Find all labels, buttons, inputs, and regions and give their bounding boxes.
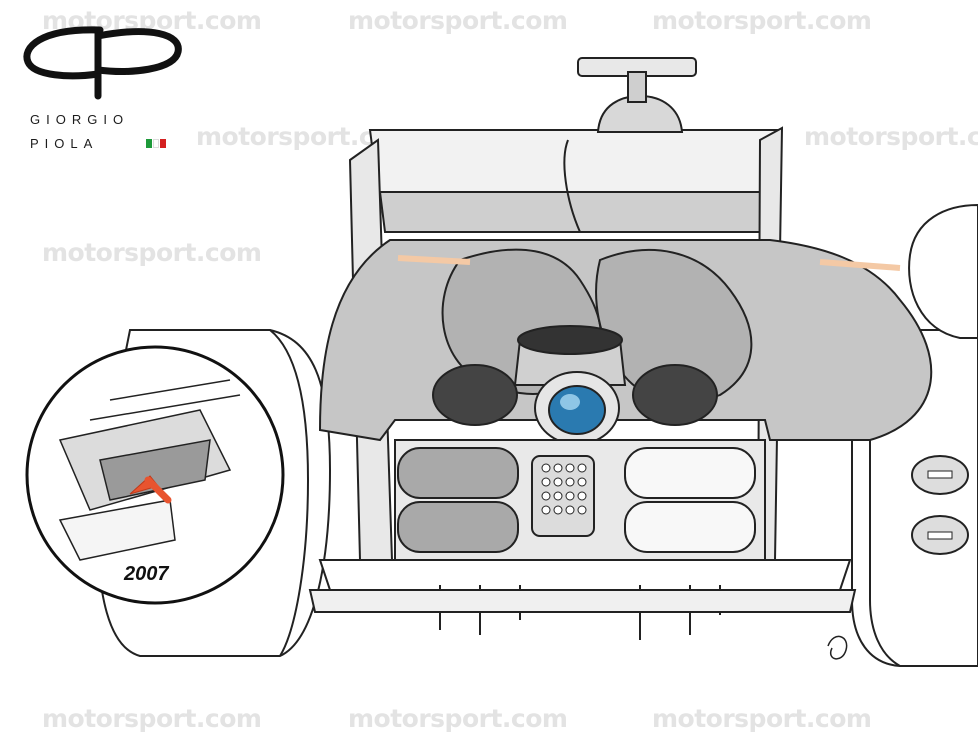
watermark: motorsport.com <box>652 6 872 35</box>
vent-detail <box>927 470 953 540</box>
brand-name-first: GIORGIO <box>30 112 130 127</box>
watermark: motorsport.com <box>42 238 262 267</box>
italy-flag-white <box>153 139 159 148</box>
exhaust <box>432 325 718 445</box>
watermark: motorsport.com <box>804 122 978 151</box>
airbox <box>577 57 697 133</box>
watermark: motorsport.com <box>652 704 872 733</box>
diffuser <box>308 559 857 640</box>
inset-detail <box>25 345 285 605</box>
artist-signature <box>827 635 848 660</box>
upper-right-tyre <box>908 203 978 339</box>
inset-year-label: 2007 <box>124 563 169 585</box>
watermark: motorsport.com <box>348 704 568 733</box>
gp-logo <box>23 26 182 100</box>
italy-flag-red <box>160 139 166 148</box>
italy-flag-green <box>146 139 152 148</box>
brand-name-last: PIOLA <box>30 136 99 151</box>
crash-structure-holes <box>541 463 587 515</box>
rear-wing <box>348 126 784 561</box>
engine-cover <box>318 239 933 442</box>
watermark: motorsport.com <box>42 704 262 733</box>
watermark: motorsport.com <box>348 6 568 35</box>
